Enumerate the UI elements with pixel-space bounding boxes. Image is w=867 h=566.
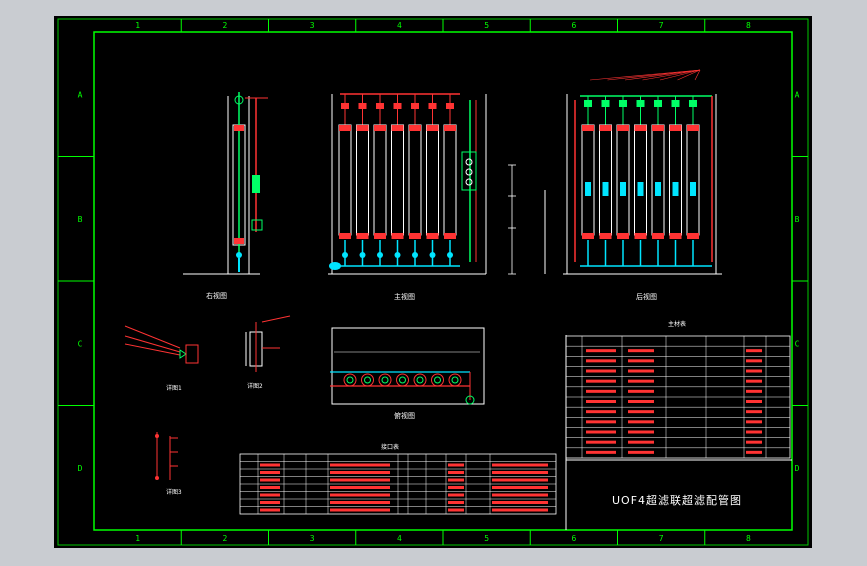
back-view-label: 后视图 bbox=[636, 292, 657, 301]
column-label-bottom: 6 bbox=[571, 534, 576, 543]
row-label-right: A bbox=[795, 90, 800, 99]
valve-icon bbox=[428, 103, 437, 109]
row-label-left: D bbox=[78, 464, 83, 473]
flow-meter-icon bbox=[620, 182, 626, 196]
detail1-view bbox=[124, 325, 199, 364]
flow-meter-icon bbox=[690, 182, 696, 196]
valve-icon bbox=[654, 100, 662, 107]
column-label-bottom: 1 bbox=[135, 534, 140, 543]
detail3-label: 详图3 bbox=[166, 488, 182, 496]
front-view bbox=[328, 93, 487, 275]
pump-icon bbox=[329, 262, 341, 270]
row-label-left: B bbox=[78, 215, 83, 224]
valve-icon bbox=[376, 103, 384, 109]
row-label-right: D bbox=[795, 464, 800, 473]
port-table bbox=[239, 453, 557, 515]
row-marks bbox=[58, 156, 808, 406]
detail2-view bbox=[245, 315, 291, 372]
column-marks bbox=[180, 19, 706, 545]
column-label-bottom: 7 bbox=[659, 534, 664, 543]
module-top-icon bbox=[431, 373, 444, 387]
top-view-label: 俯视图 bbox=[394, 411, 415, 420]
column-label-top: 6 bbox=[571, 21, 576, 30]
valve-icon bbox=[446, 103, 454, 109]
column-label-top: 7 bbox=[659, 21, 664, 30]
valve-icon bbox=[689, 100, 697, 107]
side-view bbox=[183, 92, 268, 275]
column-label-bottom: 5 bbox=[484, 534, 489, 543]
module-top-icon bbox=[378, 373, 392, 387]
valve-icon bbox=[394, 252, 401, 258]
module-top-icon bbox=[361, 373, 374, 387]
valve-icon bbox=[393, 103, 402, 109]
flow-meter-icon bbox=[637, 182, 644, 196]
valve-icon bbox=[619, 100, 627, 107]
outer-frame bbox=[57, 18, 809, 546]
valve-icon bbox=[358, 103, 367, 109]
module-top-icon bbox=[396, 373, 409, 387]
valve-icon bbox=[359, 252, 366, 258]
flow-meter-icon bbox=[585, 182, 591, 196]
valve-icon bbox=[671, 100, 680, 107]
flow-meter-icon bbox=[655, 182, 661, 196]
detail3-view bbox=[155, 432, 178, 480]
back-view bbox=[544, 69, 722, 275]
material-table-title: 主材表 bbox=[668, 320, 686, 328]
valve-icon bbox=[377, 252, 383, 258]
column-label-bottom: 3 bbox=[310, 534, 315, 543]
row-labels: A A B B C C D D bbox=[78, 90, 800, 473]
flow-meter-icon bbox=[602, 182, 609, 196]
column-label-bottom: 4 bbox=[397, 534, 402, 543]
row-label-right: C bbox=[795, 339, 800, 348]
column-label-bottom: 8 bbox=[746, 534, 751, 543]
detail2-label: 详图2 bbox=[247, 382, 263, 390]
column-labels: 1 1 2 2 3 3 4 4 5 5 6 6 7 7 8 8 bbox=[135, 21, 751, 543]
material-table bbox=[565, 335, 791, 459]
column-label-top: 3 bbox=[310, 21, 315, 30]
side-view-label: 右视图 bbox=[206, 291, 227, 300]
drawing-title: UOF4超滤联超滤配管图 bbox=[612, 494, 743, 507]
port-table-title: 接口表 bbox=[381, 443, 399, 451]
column-label-bottom: 2 bbox=[222, 534, 227, 543]
valve-icon bbox=[584, 100, 592, 107]
valve-icon bbox=[411, 103, 419, 109]
column-label-top: 2 bbox=[222, 21, 227, 30]
front-view-label: 主视图 bbox=[394, 292, 415, 301]
column-label-top: 8 bbox=[746, 21, 751, 30]
flow-meter-icon bbox=[672, 182, 679, 196]
detail1-label: 详图1 bbox=[166, 384, 182, 392]
valve-icon bbox=[447, 252, 453, 258]
valve-icon bbox=[341, 103, 349, 109]
row-label-left: C bbox=[78, 339, 83, 348]
valve-icon bbox=[601, 100, 610, 107]
module-top-icon bbox=[413, 373, 427, 387]
valve-icon bbox=[412, 252, 418, 258]
column-label-top: 4 bbox=[397, 21, 402, 30]
top-view bbox=[330, 327, 485, 405]
valve-icon bbox=[342, 252, 348, 258]
column-label-top: 5 bbox=[484, 21, 489, 30]
row-label-left: A bbox=[78, 90, 83, 99]
module-top-icon bbox=[343, 373, 357, 387]
front-dimensions bbox=[508, 164, 516, 275]
valve-icon bbox=[636, 100, 645, 107]
row-label-right: B bbox=[795, 215, 800, 224]
valve-icon bbox=[429, 252, 436, 258]
module-top-icon bbox=[448, 373, 462, 387]
column-label-top: 1 bbox=[135, 21, 140, 30]
